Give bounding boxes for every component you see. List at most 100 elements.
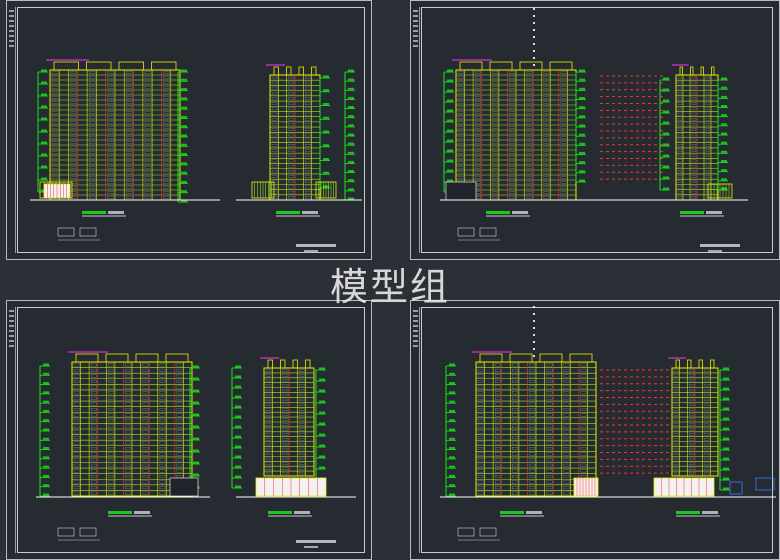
window <box>673 393 679 397</box>
window <box>70 131 78 134</box>
title-mark <box>486 211 510 214</box>
window <box>271 112 278 116</box>
window <box>529 491 536 495</box>
window <box>125 419 132 423</box>
window <box>288 185 295 189</box>
window <box>677 185 683 189</box>
window <box>563 408 570 411</box>
window <box>288 175 295 178</box>
window <box>494 491 501 495</box>
window <box>477 380 484 383</box>
window <box>563 374 570 378</box>
level-label-mark <box>579 124 585 127</box>
window <box>526 131 533 134</box>
window <box>526 121 533 124</box>
level-label-mark <box>43 363 49 366</box>
window <box>526 176 533 179</box>
podium-block <box>445 181 477 201</box>
window <box>305 175 311 178</box>
window <box>107 101 115 104</box>
level-label-mark <box>193 389 199 392</box>
window <box>88 171 96 174</box>
window <box>265 418 272 421</box>
window <box>543 136 550 139</box>
axis-dot <box>533 8 535 10</box>
window <box>73 374 80 378</box>
window <box>108 374 115 378</box>
window <box>73 380 80 383</box>
detail-box <box>79 227 97 237</box>
window <box>176 396 183 400</box>
window <box>108 396 115 400</box>
window <box>176 435 183 439</box>
window <box>305 149 311 152</box>
window <box>265 423 272 426</box>
window <box>299 369 305 372</box>
level-label-mark <box>447 169 453 172</box>
window <box>126 151 133 154</box>
window <box>108 424 115 428</box>
window <box>51 166 59 169</box>
window <box>73 463 80 467</box>
window <box>509 146 516 149</box>
level-label-mark <box>723 387 729 390</box>
level-label-mark <box>721 105 727 107</box>
level-label-mark <box>319 367 325 370</box>
window <box>88 86 96 89</box>
window <box>126 86 133 89</box>
window <box>677 190 683 194</box>
level-label-mark <box>235 435 241 438</box>
level-label-mark <box>235 445 241 448</box>
level-label-mark <box>41 69 47 72</box>
window <box>704 403 710 406</box>
window <box>70 81 78 84</box>
window <box>704 418 710 421</box>
window <box>474 91 481 94</box>
window <box>305 81 311 85</box>
window <box>474 76 481 79</box>
window <box>691 159 697 163</box>
window <box>70 196 78 199</box>
window <box>73 424 80 428</box>
roof-parapet <box>569 353 593 363</box>
level-label-mark <box>663 88 669 91</box>
window <box>73 475 80 478</box>
window <box>142 408 149 411</box>
level-label-mark <box>193 413 199 416</box>
window <box>108 441 115 445</box>
window <box>492 76 499 79</box>
window <box>580 447 587 450</box>
window <box>90 452 97 456</box>
window <box>494 385 501 389</box>
window <box>677 170 683 173</box>
window <box>88 131 96 134</box>
window <box>288 133 295 137</box>
window <box>305 133 311 137</box>
window <box>704 442 710 446</box>
window <box>108 391 115 395</box>
window <box>108 368 115 372</box>
window <box>474 81 481 84</box>
window <box>176 408 183 411</box>
level-label-mark <box>181 115 187 118</box>
window <box>265 438 272 441</box>
level-label-mark <box>449 465 455 468</box>
window <box>543 181 550 184</box>
window <box>288 123 295 126</box>
level-label-mark <box>181 125 187 128</box>
window <box>176 368 183 372</box>
level-label-mark <box>235 395 241 398</box>
window <box>288 81 295 85</box>
window <box>107 146 115 149</box>
window <box>271 107 278 111</box>
window <box>509 136 516 139</box>
window <box>560 161 567 164</box>
window <box>457 91 464 94</box>
window <box>492 151 499 154</box>
window <box>159 435 166 439</box>
window <box>288 190 295 194</box>
window <box>126 191 133 194</box>
window <box>107 186 115 189</box>
level-label-mark <box>43 419 49 422</box>
window <box>705 123 711 126</box>
